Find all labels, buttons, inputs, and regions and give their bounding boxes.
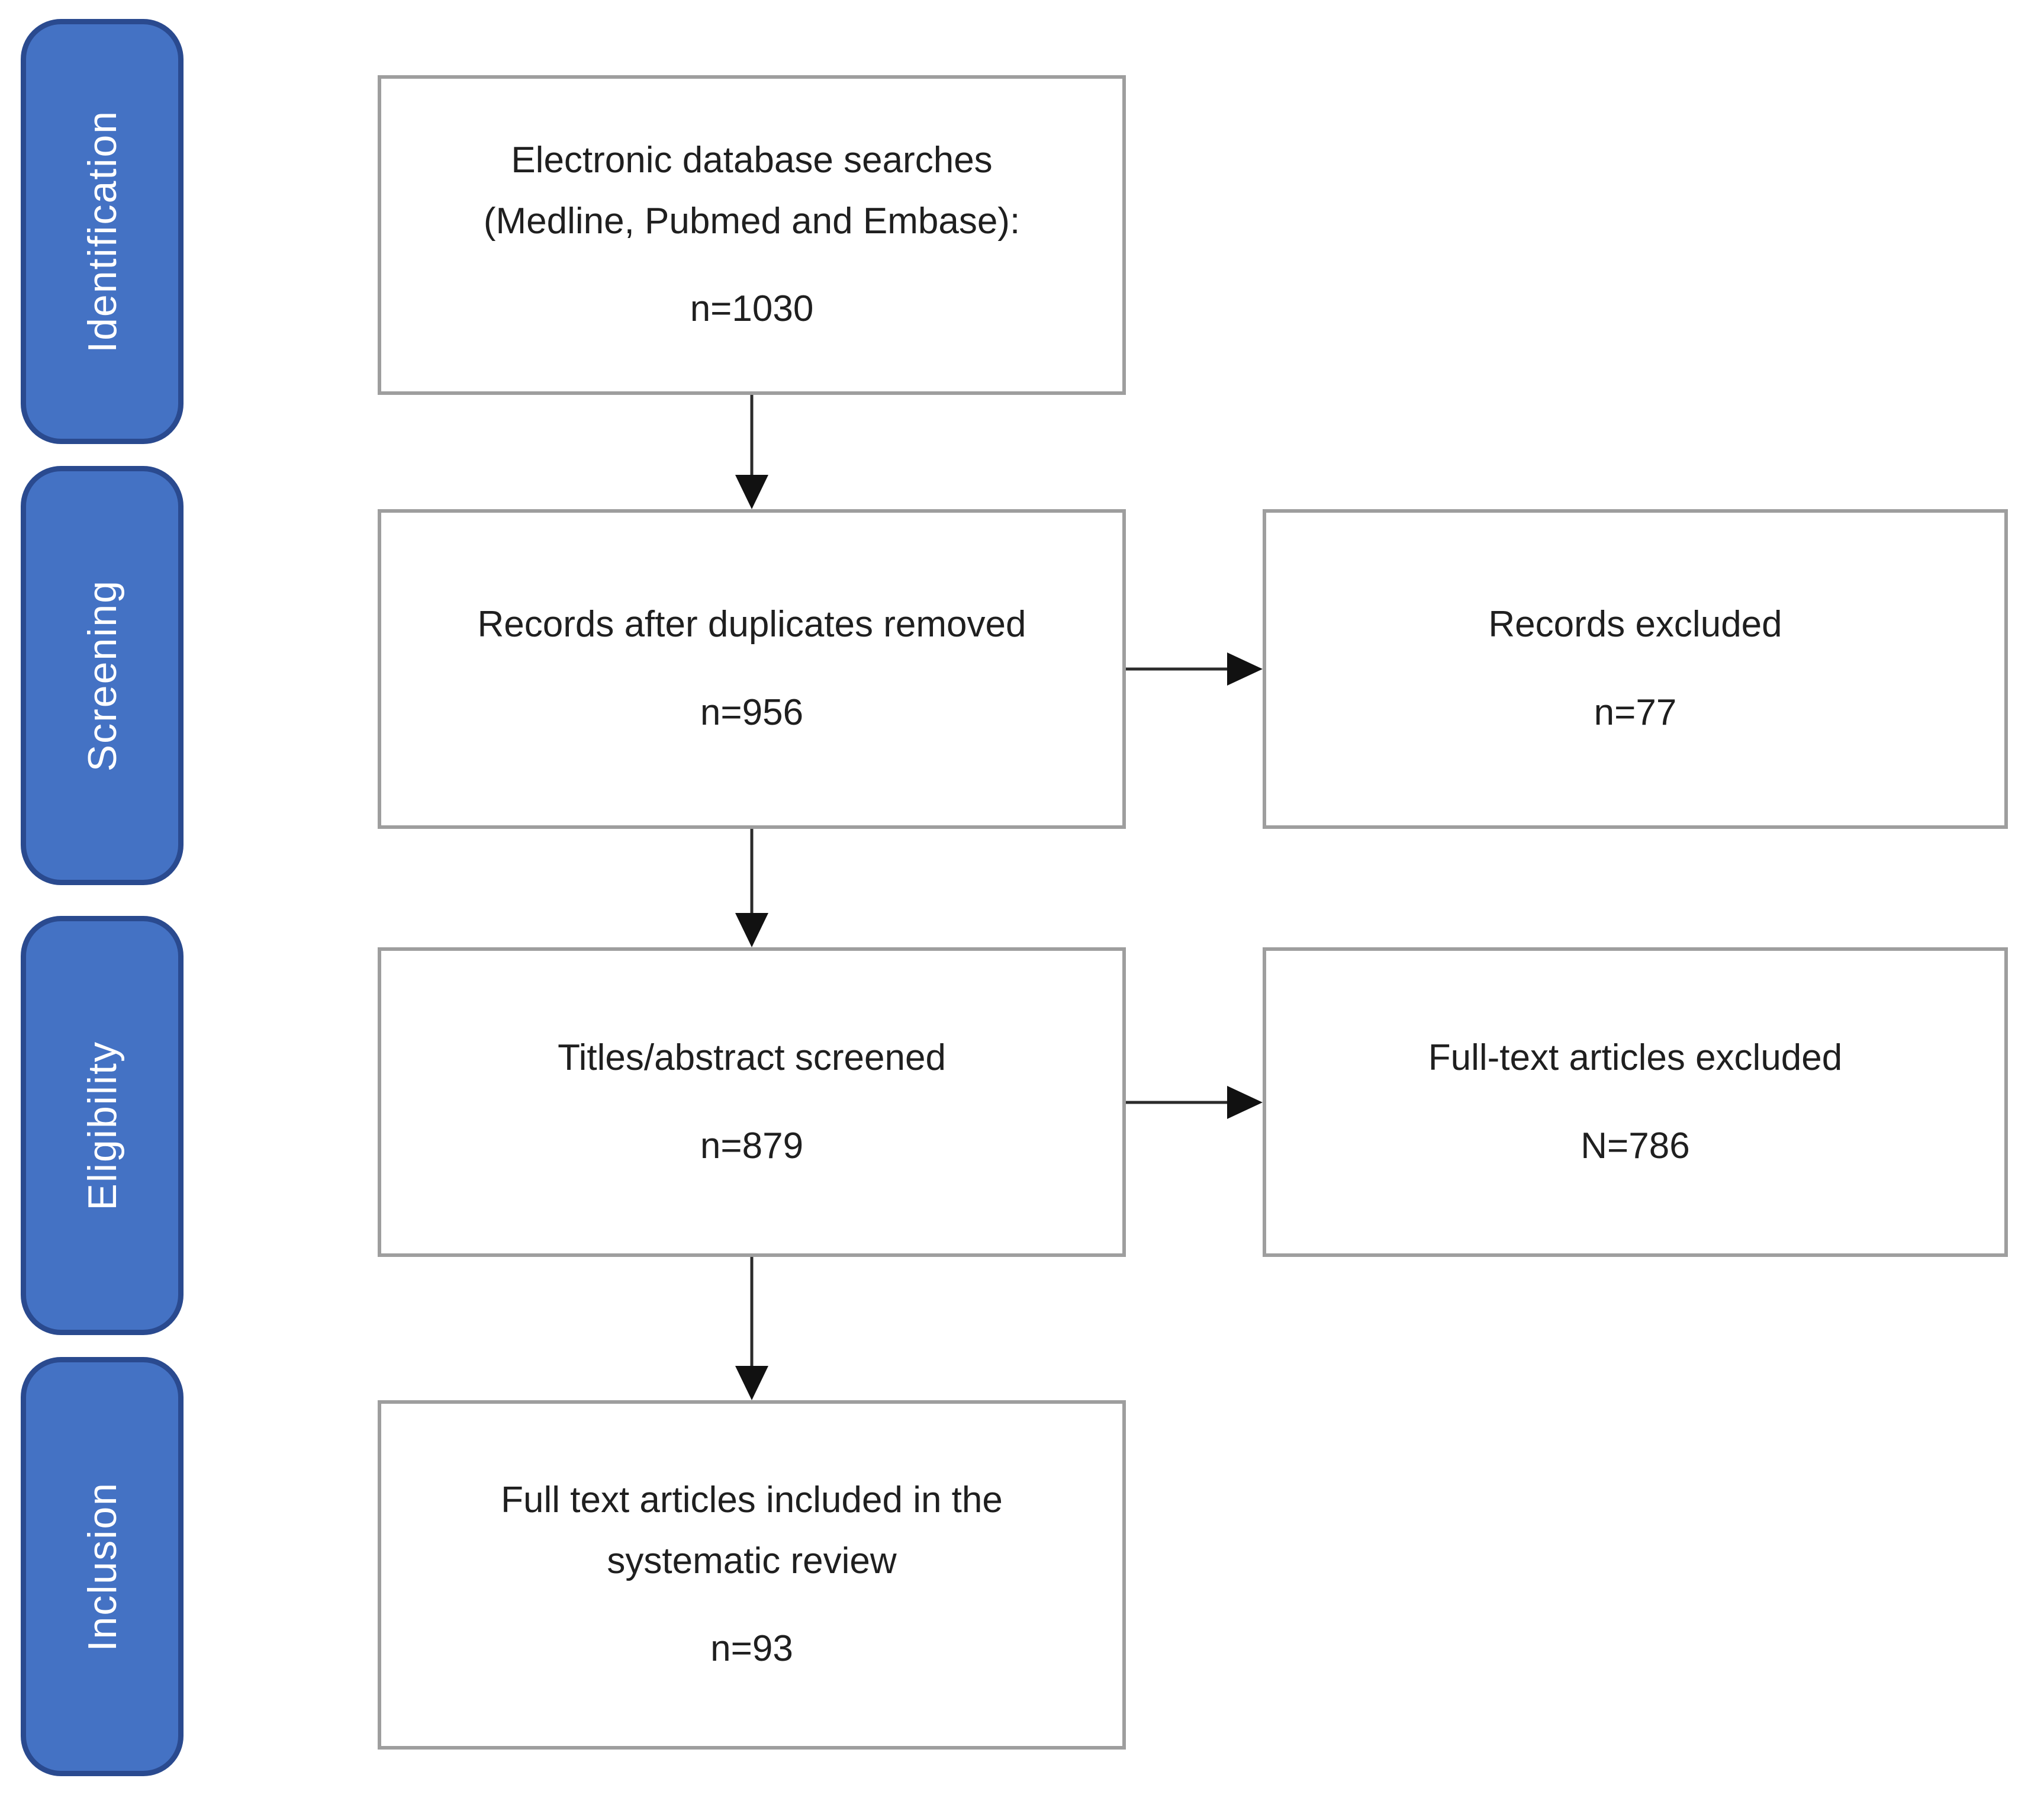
stage-inclusion: Inclusion bbox=[21, 1357, 184, 1776]
stage-identification-label: Identification bbox=[79, 110, 125, 353]
flow-box-duplicates-removed: Records after duplicates removed n=956 bbox=[378, 509, 1126, 829]
arrowhead-down-icon bbox=[735, 1366, 768, 1400]
box-count: n=93 bbox=[710, 1628, 793, 1670]
box-text-line: Full text articles included in the bbox=[501, 1479, 1003, 1520]
stage-inclusion-label: Inclusion bbox=[79, 1481, 125, 1652]
arrow-down-search-to-dedup bbox=[735, 395, 768, 509]
stage-screening-label: Screening bbox=[79, 579, 125, 772]
flow-box-titles-abstract-screened: Titles/abstract screened n=879 bbox=[378, 947, 1126, 1257]
stage-eligibility: Eligibility bbox=[21, 916, 184, 1335]
box-count: N=786 bbox=[1581, 1125, 1690, 1166]
box-text-line: systematic review bbox=[607, 1540, 897, 1581]
arrowhead-down-icon bbox=[735, 913, 768, 947]
arrowhead-down-icon bbox=[735, 475, 768, 509]
box-text-line: Titles/abstract screened bbox=[558, 1037, 946, 1078]
arrow-shaft bbox=[750, 395, 754, 476]
box-text-line: Records excluded bbox=[1488, 604, 1782, 645]
stage-screening: Screening bbox=[21, 466, 184, 885]
flow-box-database-searches: Electronic database searches (Medline, P… bbox=[378, 75, 1126, 395]
stage-identification: Identification bbox=[21, 19, 184, 444]
box-text-line: (Medline, Pubmed and Embase): bbox=[483, 200, 1021, 242]
arrow-down-dedup-to-screened bbox=[735, 829, 768, 947]
stage-eligibility-label: Eligibility bbox=[79, 1040, 125, 1211]
arrow-shaft bbox=[1126, 667, 1228, 671]
box-text-line: Full-text articles excluded bbox=[1428, 1037, 1843, 1078]
box-text-line: Records after duplicates removed bbox=[477, 604, 1026, 645]
box-count: n=1030 bbox=[690, 288, 814, 330]
box-text-line: Electronic database searches bbox=[511, 139, 993, 181]
box-count: n=77 bbox=[1594, 692, 1677, 733]
box-count: n=956 bbox=[700, 692, 804, 733]
arrowhead-right-icon bbox=[1227, 652, 1263, 686]
arrow-shaft bbox=[750, 1257, 754, 1367]
arrow-right-dedup-to-records-excluded bbox=[1126, 652, 1263, 686]
flow-box-fulltext-included: Full text articles included in the syste… bbox=[378, 1400, 1126, 1750]
arrow-down-screened-to-included bbox=[735, 1257, 768, 1400]
arrowhead-right-icon bbox=[1227, 1086, 1263, 1119]
arrow-right-screened-to-fulltext-excluded bbox=[1126, 1086, 1263, 1119]
box-count: n=879 bbox=[700, 1125, 804, 1166]
arrow-shaft bbox=[750, 829, 754, 914]
flow-box-records-excluded: Records excluded n=77 bbox=[1263, 509, 2008, 829]
flow-box-fulltext-excluded: Full-text articles excluded N=786 bbox=[1263, 947, 2008, 1257]
arrow-shaft bbox=[1126, 1101, 1228, 1104]
